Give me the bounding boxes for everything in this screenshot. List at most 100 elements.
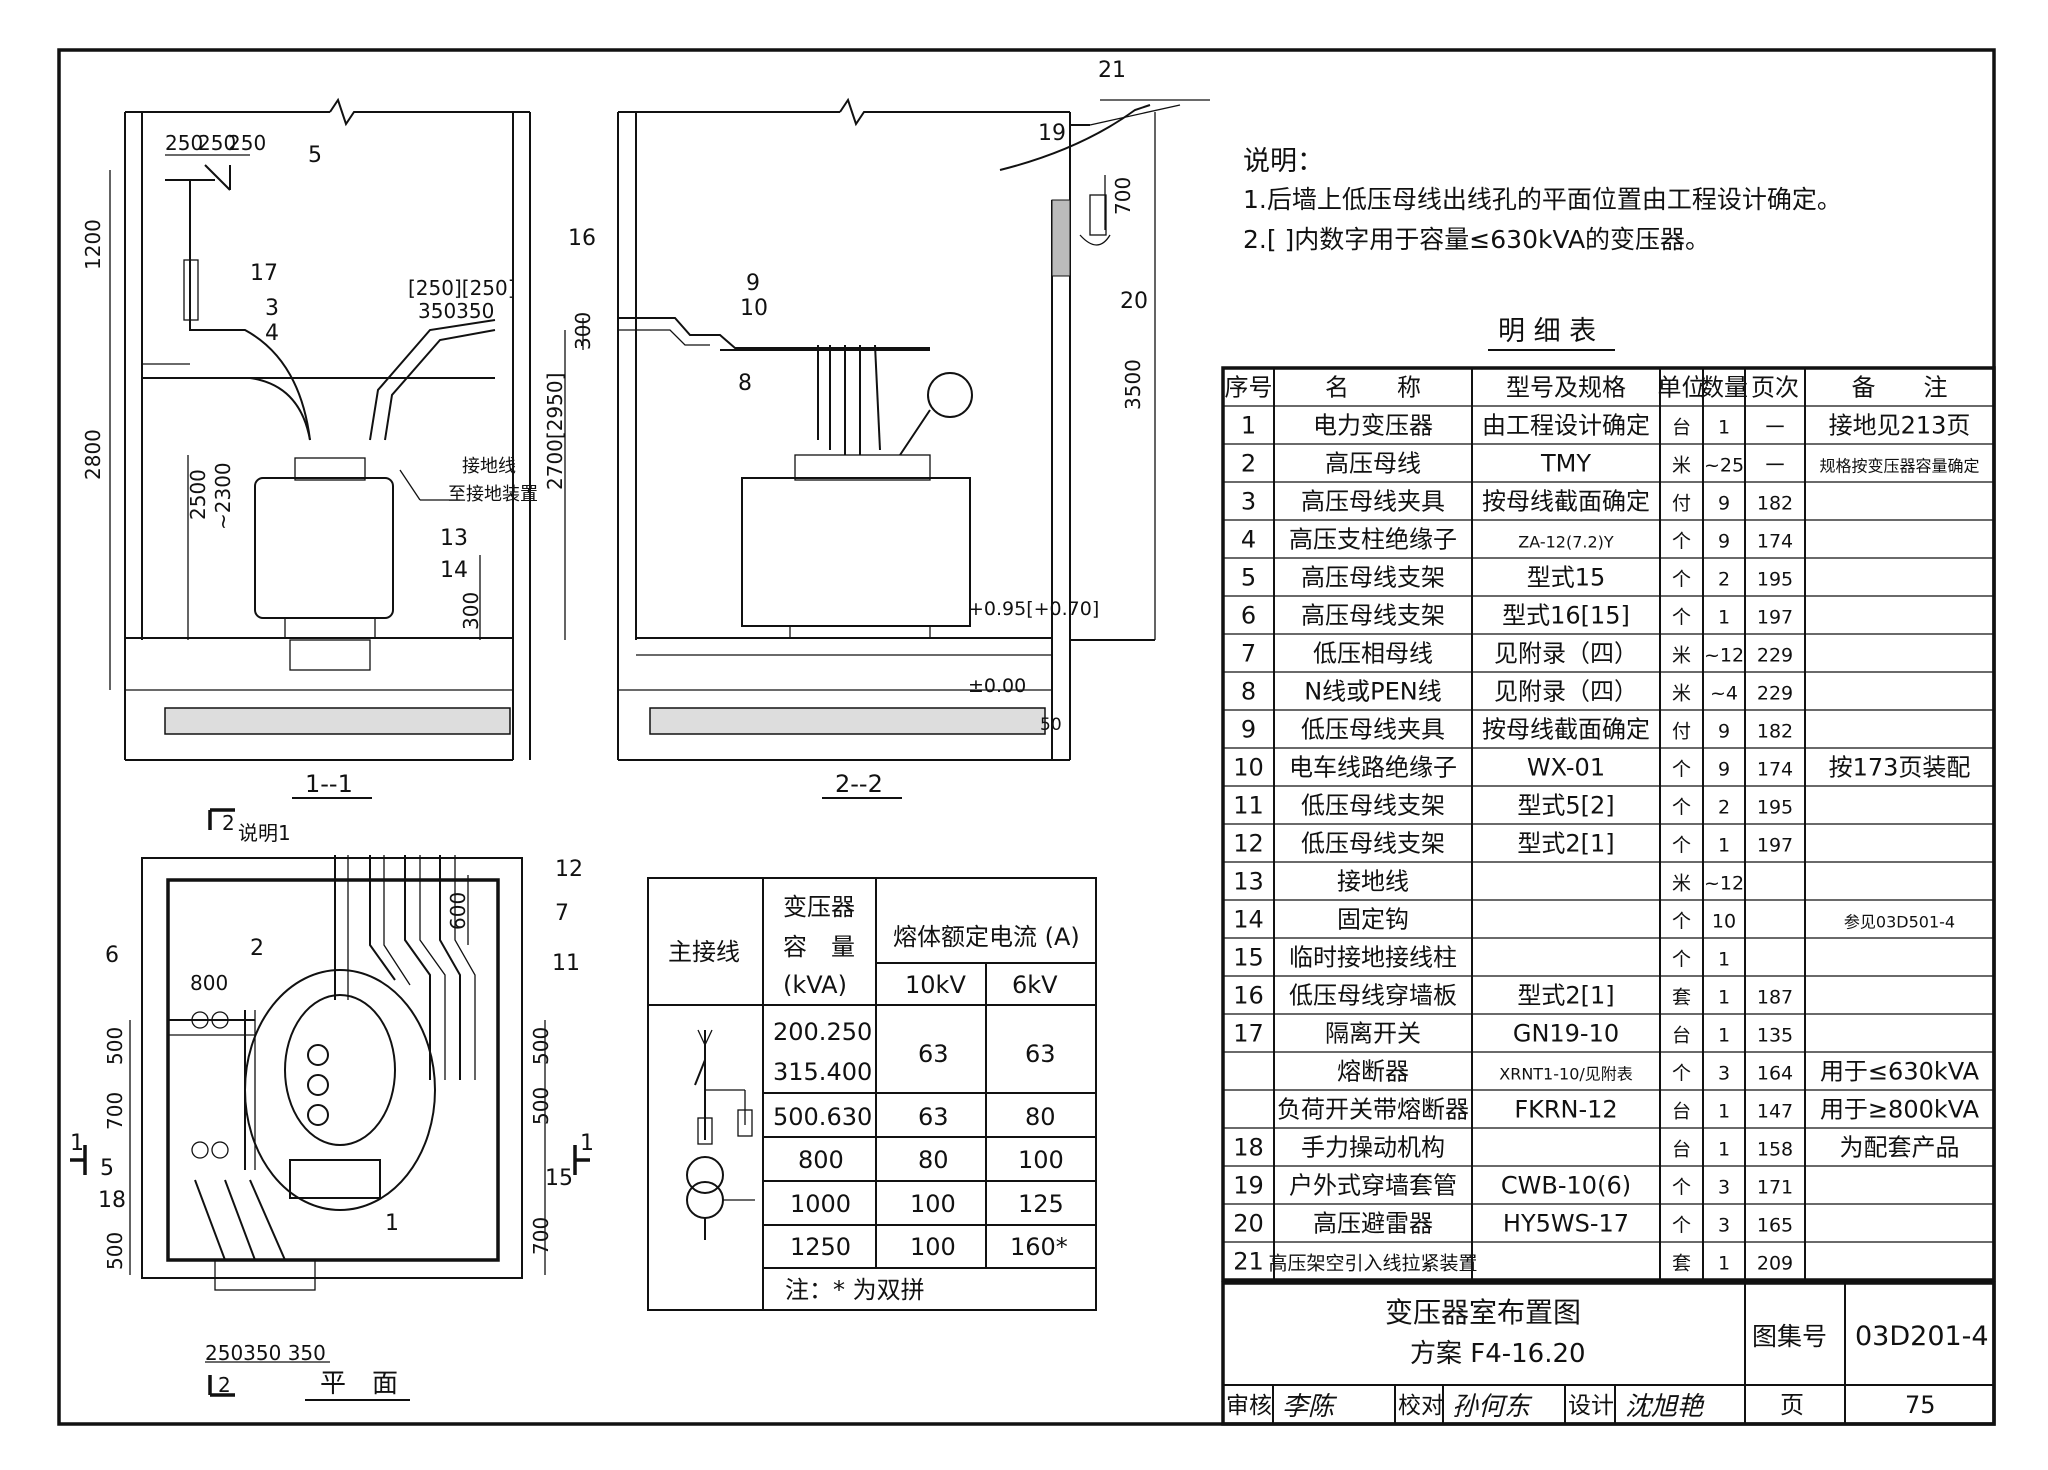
parts-cell-page: 一: [1765, 454, 1784, 476]
parts-cell-no: 3: [1241, 487, 1256, 515]
parts-cell-page: 197: [1757, 834, 1793, 856]
parts-cell-no: 5: [1241, 563, 1256, 591]
fuse-h-cap1: 变压器: [783, 893, 855, 921]
parts-cell-name: 低压母线穿墙板: [1289, 981, 1457, 1009]
parts-cell-spec: 型式2[1]: [1517, 829, 1614, 857]
parts-cell-qty: 3: [1718, 1062, 1730, 1084]
parts-cell-qty: 1: [1718, 834, 1730, 856]
callout-10: 10: [740, 296, 768, 321]
title-block: [1221, 1281, 1996, 1426]
parts-cell-name: 高压母线支架: [1301, 601, 1445, 629]
dim-2800: 2800: [81, 429, 105, 480]
drawing-subtitle: 方案 F4-16.20: [1410, 1339, 1586, 1369]
fuse-r2-10: 63: [918, 1103, 949, 1131]
parts-cell-name: 户外式穿墙套管: [1289, 1171, 1457, 1199]
fuse-h-cap2: 容 量: [783, 933, 855, 961]
parts-cell-unit: 个: [1672, 910, 1691, 932]
reviewer-signature: 李陈: [1282, 1392, 1338, 1422]
dim-500r2: 500: [529, 1087, 553, 1125]
parts-cell-unit: 个: [1672, 530, 1691, 552]
parts-cell-remark: 为配套产品: [1840, 1133, 1960, 1161]
parts-cell-no: 10: [1233, 753, 1264, 781]
parts-cell-page: 165: [1757, 1214, 1793, 1236]
fuse-h-10kv: 10kV: [905, 971, 966, 999]
parts-cell-no: 8: [1241, 677, 1256, 705]
parts-cell-spec: 型式5[2]: [1517, 791, 1614, 819]
parts-cell-no: 14: [1233, 905, 1264, 933]
dim-2300: ~2300: [211, 462, 235, 530]
dim-350: 350350: [418, 299, 494, 323]
reviewer-label: 审核: [1226, 1393, 1272, 1419]
parts-cell-unit: 套: [1672, 1252, 1691, 1274]
parts-header-1: 名 称: [1325, 373, 1421, 401]
parts-table-title: 明 细 表: [1498, 316, 1596, 347]
parts-cell-no: 4: [1241, 525, 1256, 553]
parts-cell-qty: 9: [1718, 530, 1730, 552]
dim-50: 50: [1040, 715, 1062, 735]
parts-cell-no: 15: [1233, 943, 1264, 971]
parts-cell-name: 高压架空引入线拉紧装置: [1268, 1252, 1477, 1274]
parts-cell-page: 147: [1757, 1100, 1793, 1122]
fuse-h-current: 熔体额定电流 (A): [893, 923, 1080, 951]
parts-cell-name: 电车线路绝缘子: [1289, 753, 1457, 781]
fuse-r4: 1000: [790, 1190, 851, 1218]
parts-cell-spec: 型式2[1]: [1517, 981, 1614, 1009]
dim-700r: 700: [529, 1217, 553, 1255]
transformer-body-2: [741, 477, 971, 627]
elevation-000: ±0.00: [968, 675, 1026, 697]
parts-cell-name: 手力操动机构: [1301, 1133, 1445, 1161]
parts-cell-no: 12: [1233, 829, 1264, 857]
parts-cell-qty: 9: [1718, 492, 1730, 514]
parts-cell-qty: 3: [1718, 1176, 1730, 1198]
conservator: [927, 372, 973, 418]
callout-21: 21: [1098, 58, 1126, 83]
parts-cell-unit: 付: [1672, 720, 1691, 742]
designer-label: 设计: [1568, 1393, 1614, 1419]
parts-cell-qty: ~12: [1704, 644, 1744, 666]
callout-2: 2: [250, 936, 264, 961]
parts-cell-page: 174: [1757, 530, 1793, 552]
parts-cell-name: 熔断器: [1337, 1057, 1409, 1085]
parts-header-0: 序号: [1225, 373, 1273, 401]
callout-5-plan: 5: [100, 1156, 114, 1181]
parts-header-3: 单位: [1658, 373, 1706, 401]
parts-cell-page: 229: [1757, 644, 1793, 666]
parts-cell-qty: 10: [1712, 910, 1736, 932]
parts-cell-qty: ~12: [1704, 872, 1744, 894]
parts-cell-qty: ~25: [1704, 454, 1744, 476]
plan-sec1-left: 1: [70, 1131, 84, 1156]
section-1-1-view: [109, 97, 566, 761]
parts-cell-qty: 1: [1718, 416, 1730, 438]
parts-cell-unit: 米: [1672, 682, 1691, 704]
parts-cell-page: 187: [1757, 986, 1793, 1008]
parts-cell-name: 低压相母线: [1313, 639, 1433, 667]
elevation-095: +0.95[+0.70]: [968, 598, 1099, 620]
callout-13: 13: [440, 526, 468, 551]
fuse-r3-10: 80: [918, 1146, 949, 1174]
parts-cell-unit: 个: [1672, 606, 1691, 628]
fuse-r3-6: 100: [1018, 1146, 1064, 1174]
callout-19: 19: [1038, 121, 1066, 146]
parts-cell-no: 6: [1241, 601, 1256, 629]
parts-cell-unit: 个: [1672, 758, 1691, 780]
parts-cell-no: 1: [1241, 411, 1256, 439]
wall-hatch: [1051, 199, 1071, 277]
parts-cell-spec: XRNT1-10/见附表: [1499, 1064, 1633, 1083]
parts-cell-spec: 按母线截面确定: [1482, 487, 1650, 515]
parts-cell-remark: 用于≤630kVA: [1820, 1057, 1980, 1085]
dim-500b: 500: [103, 1232, 127, 1270]
parts-cell-page: 135: [1757, 1024, 1793, 1046]
callout-9: 9: [746, 271, 760, 296]
fuse-r5-10: 100: [910, 1233, 956, 1261]
parts-cell-no: 13: [1233, 867, 1264, 895]
parts-cell-qty: 9: [1718, 758, 1730, 780]
callout-12: 12: [555, 857, 583, 882]
parts-cell-name: 负荷开关带熔断器: [1277, 1095, 1469, 1123]
fuse-r1b: 315.400: [773, 1058, 872, 1086]
parts-cell-name: 高压避雷器: [1313, 1209, 1433, 1237]
parts-header-2: 型号及规格: [1506, 373, 1626, 401]
parts-cell-no: 17: [1233, 1019, 1264, 1047]
parts-cell-page: 209: [1757, 1252, 1793, 1274]
parts-cell-unit: 套: [1672, 986, 1691, 1008]
